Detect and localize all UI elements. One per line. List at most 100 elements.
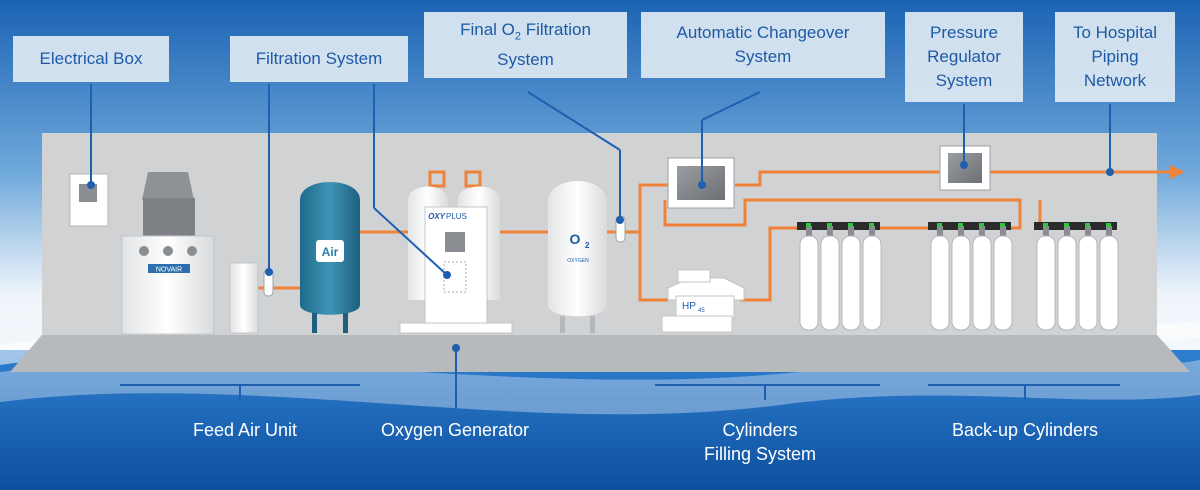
- cylinder-valve: [1064, 226, 1070, 240]
- gas-cylinder: [841, 235, 861, 331]
- group-label-cylinders-line1: Cylinders: [722, 420, 798, 440]
- gas-cylinder: [930, 235, 950, 331]
- backup-manifold-left: [928, 222, 1011, 230]
- leader-dot: [443, 271, 451, 279]
- cylinder-indicator: [958, 223, 963, 227]
- gas-cylinder: [820, 235, 840, 331]
- cylinder-valve: [1000, 226, 1006, 240]
- o2-tank-small-text: OXYGEN: [567, 258, 589, 264]
- callout-pressure-regulator: Pressure Regulator System: [905, 12, 1023, 102]
- callout-hospital-network: To Hospital Piping Network: [1055, 12, 1175, 102]
- pipe-to-booster: [638, 232, 668, 302]
- group-label-cylinders-line2: Filling System: [703, 444, 817, 464]
- callout-pressure-line2: Regulator: [927, 47, 1001, 66]
- gas-cylinder: [993, 235, 1013, 331]
- callout-electrical-box: Electrical Box: [13, 36, 169, 82]
- gas-cylinder: [951, 235, 971, 331]
- cylinder-indicator: [1064, 223, 1069, 227]
- compressor-badge: [148, 264, 190, 273]
- callout-final-o2-line2: System: [497, 50, 554, 70]
- cylinder-indicator: [869, 223, 874, 227]
- callout-hospital-line1: To Hospital: [1072, 23, 1158, 42]
- pipe-arrow-icon: [1170, 165, 1185, 179]
- o2-tank-label: O: [570, 231, 581, 247]
- o2-tank-body: [548, 181, 607, 317]
- cylinder-indicator: [806, 223, 811, 227]
- cylinder-valve: [1085, 226, 1091, 240]
- gas-cylinder: [799, 235, 819, 331]
- leader-dot: [616, 216, 624, 224]
- gas-cylinder: [862, 235, 882, 331]
- cylinder-indicator: [1000, 223, 1005, 227]
- cylinder-valve: [827, 226, 833, 240]
- gas-cylinder: [972, 235, 992, 331]
- backup-cylinders: [928, 222, 1119, 331]
- filling-manifold: [797, 222, 880, 230]
- leader-generator-filter-diag: [373, 207, 448, 276]
- callout-hospital-line3: Network: [1083, 71, 1147, 90]
- callout-electrical-box-text: Electrical Box: [39, 49, 143, 68]
- gas-cylinder: [1078, 235, 1098, 331]
- leader-changeover: [701, 91, 761, 121]
- booster-label: HP: [682, 301, 696, 312]
- generator-brand-oxy: OXY: [428, 212, 446, 221]
- cylinder-indicator: [848, 223, 853, 227]
- booster-label-sub: 45: [698, 308, 705, 314]
- cylinder-indicator: [1085, 223, 1090, 227]
- callout-pressure-line1: Pressure: [929, 23, 999, 42]
- leader-dot: [698, 181, 706, 189]
- air-tank-leg: [312, 313, 317, 333]
- air-tank-leg: [343, 313, 348, 333]
- o2-tank-label-sub: 2: [585, 241, 590, 250]
- cylinder-valve: [958, 226, 964, 240]
- oxygen-generator-unit: OXY PLUS: [399, 170, 513, 334]
- booster-base: [661, 315, 733, 333]
- o2-tank-leg: [560, 316, 565, 333]
- cylinder-indicator: [1106, 223, 1111, 227]
- callout-leaders: [90, 84, 1120, 410]
- air-dryer: [229, 262, 259, 334]
- group-label-backup-cylinders: Back-up Cylinders: [951, 420, 1099, 440]
- compressor-knob: [187, 246, 197, 256]
- cylinder-indicator: [827, 223, 832, 227]
- generator-screen: [445, 232, 465, 252]
- gas-cylinder: [1036, 235, 1056, 331]
- callout-final-o2-filtration: Final O2 Filtration System: [424, 12, 627, 78]
- callout-final-o2-line1a: Final O: [460, 19, 515, 39]
- group-label-oxygen-generator: Oxygen Generator: [380, 420, 530, 440]
- generator-base: [399, 322, 513, 334]
- backup-manifold-right: [1034, 222, 1117, 230]
- filling-cylinders: [797, 222, 882, 331]
- callout-pressure-line3: System: [935, 71, 993, 90]
- bottom-band: [0, 350, 1200, 490]
- compressor-knob: [163, 246, 173, 256]
- compressor-hood: [142, 172, 194, 200]
- callout-final-o2-subscript: 2: [514, 30, 521, 43]
- cylinder-valve: [937, 226, 943, 240]
- callout-filtration-system: Filtration System: [230, 36, 408, 82]
- callout-changeover-line2: System: [734, 47, 792, 66]
- leader-final-o2: [527, 91, 621, 151]
- gas-cylinder: [1057, 235, 1077, 331]
- cylinder-indicator: [979, 223, 984, 227]
- generator-top-pipe: [428, 170, 446, 188]
- cylinder-group: [799, 223, 882, 331]
- callout-hospital-line2: Piping: [1091, 47, 1139, 66]
- compressor-duct: [143, 198, 195, 236]
- cylinder-valve: [869, 226, 875, 240]
- leader-dot: [1106, 168, 1114, 176]
- leader-dot: [87, 181, 95, 189]
- cylinder-indicator: [937, 223, 942, 227]
- pipe-filling-loop: [663, 198, 1022, 302]
- generator-panel: [424, 206, 488, 326]
- group-label-feed-air-unit: Feed Air Unit: [192, 420, 298, 440]
- cylinder-valve: [1043, 226, 1049, 240]
- cylinder-indicator: [1043, 223, 1048, 227]
- generator-brand-plus: PLUS: [446, 212, 467, 221]
- gas-cylinder: [1099, 235, 1119, 331]
- leader-dot: [265, 268, 273, 276]
- air-tank-label-text: Air: [322, 245, 339, 259]
- leader-dots: [87, 161, 1114, 352]
- compressor-knob: [139, 246, 149, 256]
